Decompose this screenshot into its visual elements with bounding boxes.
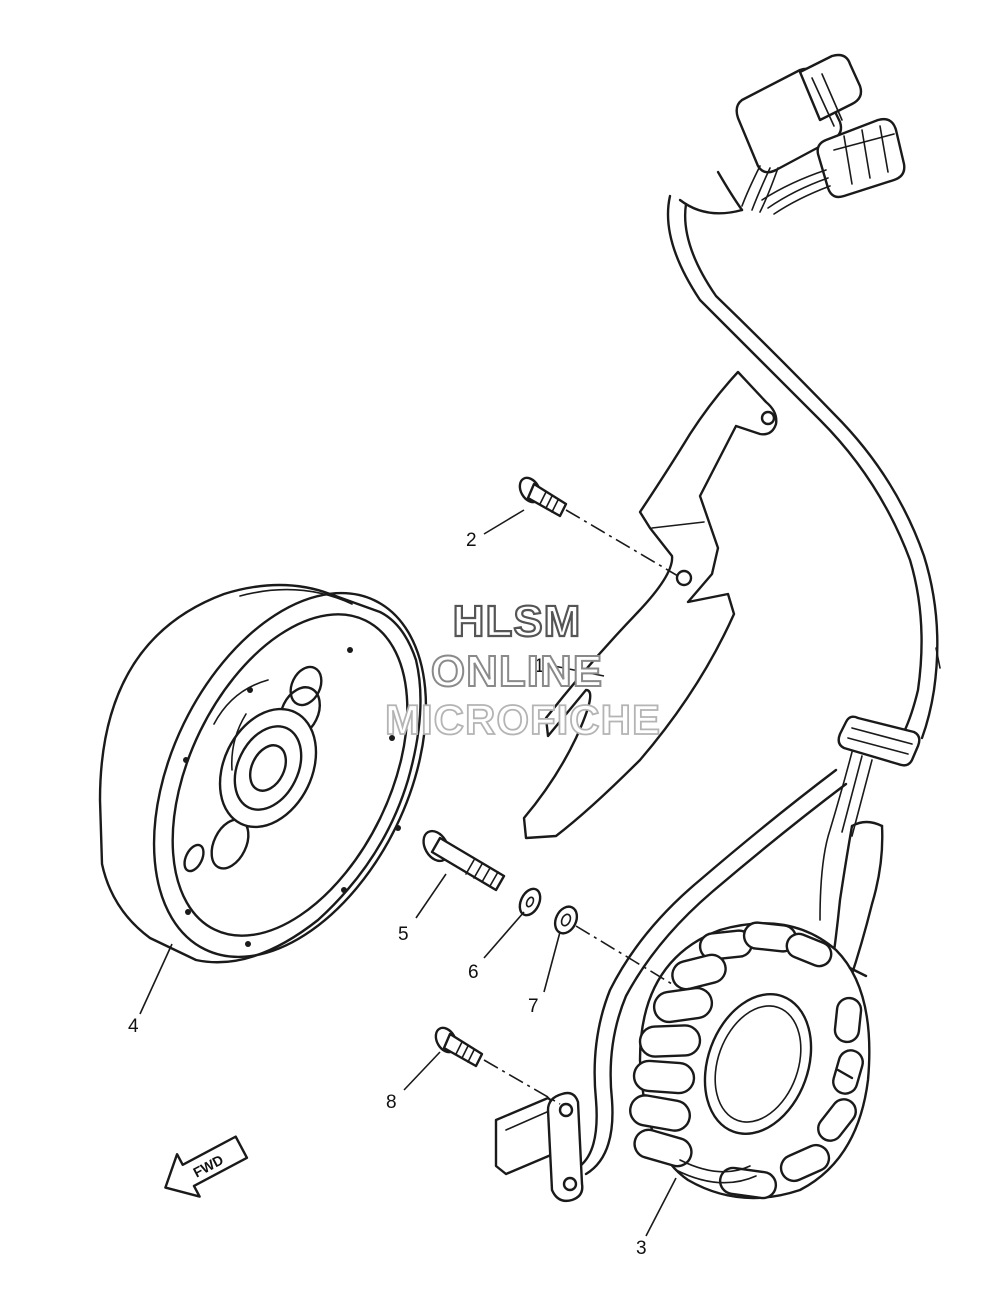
stator-assembly [629, 921, 871, 1200]
washer-7 [553, 905, 579, 935]
callout-3: 3 [636, 1238, 647, 1259]
flywheel-rotor [98, 583, 428, 964]
coupler-connector [816, 117, 906, 199]
leader-lines [139, 509, 677, 1237]
callout-8: 8 [386, 1092, 397, 1113]
pickup-coil [494, 1091, 584, 1203]
callout-7: 7 [528, 996, 539, 1017]
callout-6: 6 [468, 962, 479, 983]
wire-harness [578, 53, 941, 1176]
watermark-line-2: ONLINE [431, 647, 603, 696]
watermark: HLSM ONLINE MICROFICHE [384, 596, 661, 744]
callout-5: 5 [398, 924, 409, 945]
watermark-line-3: MICROFICHE [385, 696, 661, 743]
assembly-lines [483, 509, 679, 1105]
screw-8 [434, 1026, 484, 1068]
callout-1: 1 [534, 656, 545, 677]
grommet [837, 715, 921, 767]
stator-lead-bracket [522, 370, 778, 840]
callout-4: 4 [128, 1016, 139, 1037]
washer-6 [518, 887, 542, 917]
screw-2 [518, 476, 568, 518]
bolt-5 [422, 829, 506, 892]
round-connector [735, 53, 863, 174]
watermark-line-1: HLSM [453, 597, 582, 646]
fwd-arrow-icon: FWD [164, 1135, 249, 1198]
callout-labels: 1 2 3 4 5 6 7 8 [128, 530, 647, 1259]
callout-2: 2 [466, 530, 477, 551]
